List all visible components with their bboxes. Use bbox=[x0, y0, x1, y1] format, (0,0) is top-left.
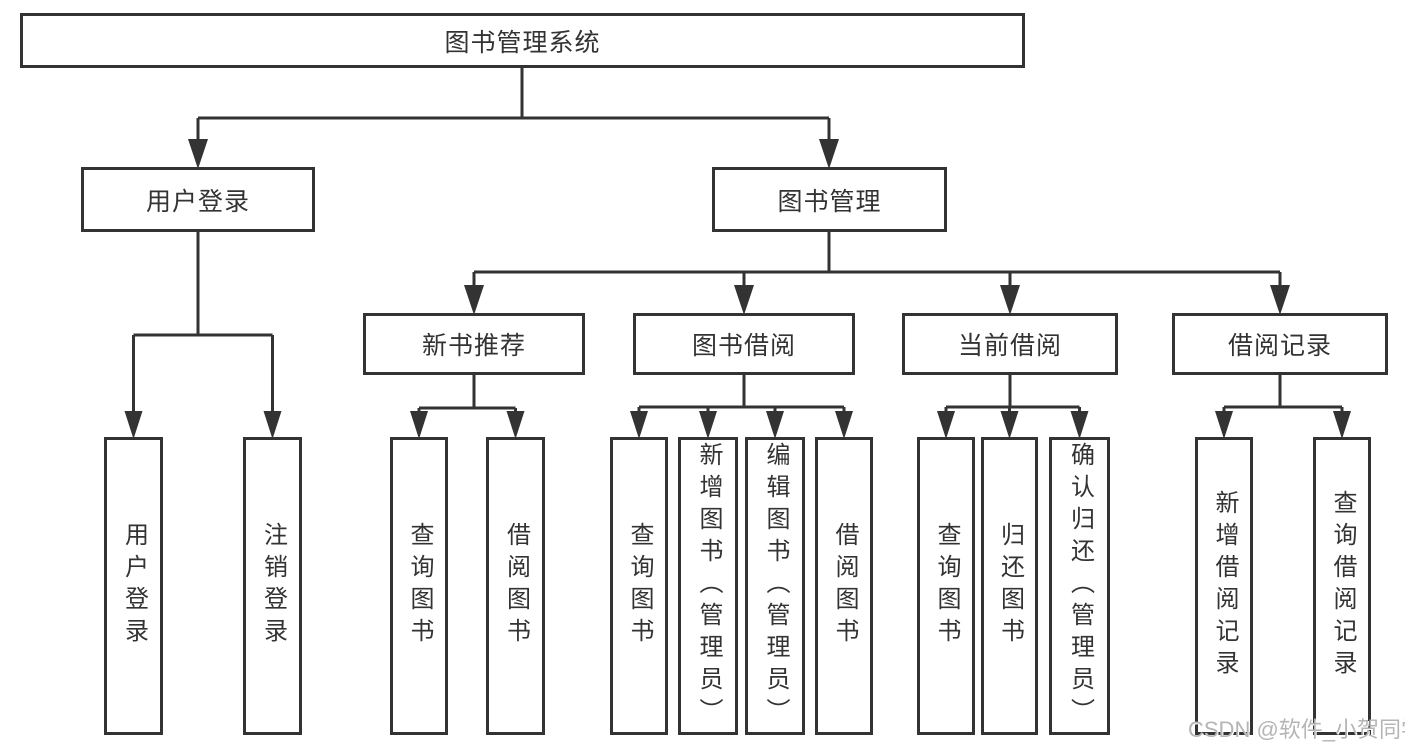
node-borrow-records: 借阅记录 bbox=[1172, 313, 1388, 375]
leaf-user-login: 用户登录 bbox=[104, 437, 163, 735]
leaf-query-books-borrow: 查询图书 bbox=[610, 437, 668, 735]
node-user-login: 用户登录 bbox=[81, 167, 315, 232]
leaf-label: 用户登录 bbox=[120, 522, 148, 650]
leaf-label: 归还图书 bbox=[996, 522, 1024, 650]
leaf-query-books-recommend: 查询图书 bbox=[390, 437, 448, 735]
leaf-add-books-admin: 新增图书（管理员） bbox=[678, 437, 738, 735]
leaf-label: 查询图书 bbox=[626, 522, 653, 650]
leaf-edit-books-admin: 编辑图书（管理员） bbox=[745, 437, 805, 735]
node-library-system: 图书管理系统 bbox=[20, 13, 1025, 68]
leaf-label: 注销登录 bbox=[259, 522, 287, 650]
leaf-label: 查询借阅记录 bbox=[1329, 490, 1356, 682]
node-book-borrow: 图书借阅 bbox=[633, 313, 855, 375]
leaf-borrow-books: 借阅图书 bbox=[815, 437, 873, 735]
node-current-borrow: 当前借阅 bbox=[902, 313, 1118, 375]
node-book-management: 图书管理 bbox=[712, 167, 947, 232]
leaf-confirm-return-admin: 确认归还（管理员） bbox=[1049, 437, 1110, 735]
leaf-logout-login: 注销登录 bbox=[243, 437, 302, 735]
leaf-borrow-books-recommend: 借阅图书 bbox=[486, 437, 545, 735]
leaf-label: 借阅图书 bbox=[831, 522, 858, 650]
leaf-query-books-current: 查询图书 bbox=[917, 437, 975, 735]
watermark-text: CSDN @软件_小贺同学 bbox=[1188, 717, 1405, 742]
leaf-label: 查询图书 bbox=[406, 522, 433, 650]
leaf-label: 编辑图书（管理员） bbox=[762, 442, 789, 730]
leaf-label: 确认归还（管理员） bbox=[1066, 442, 1094, 730]
leaf-label: 查询图书 bbox=[933, 522, 960, 650]
leaf-add-borrow-record: 新增借阅记录 bbox=[1195, 437, 1253, 735]
node-new-book-recommend: 新书推荐 bbox=[363, 313, 585, 375]
leaf-return-books: 归还图书 bbox=[981, 437, 1038, 735]
leaf-label: 借阅图书 bbox=[502, 522, 530, 650]
leaf-label: 新增图书（管理员） bbox=[695, 442, 722, 730]
leaf-label: 新增借阅记录 bbox=[1211, 490, 1238, 682]
leaf-query-borrow-record: 查询借阅记录 bbox=[1313, 437, 1371, 735]
